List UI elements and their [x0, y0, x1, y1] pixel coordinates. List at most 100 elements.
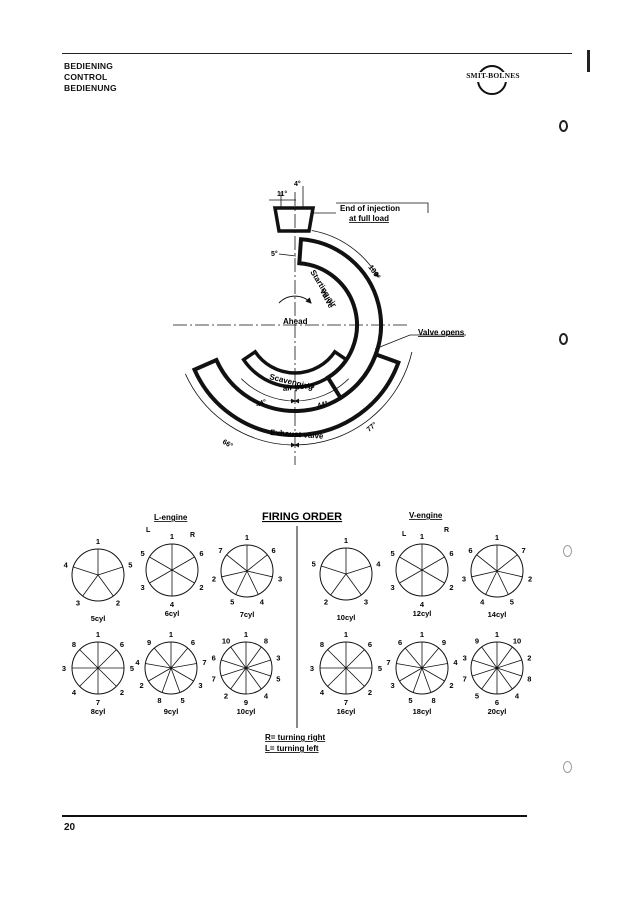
cylinder-number: 5: [181, 696, 185, 705]
cylinder-spoke: [246, 570, 273, 578]
cylinder-number: 3: [198, 681, 202, 690]
cylinder-spoke: [97, 649, 117, 669]
cylinder-number: 8: [320, 640, 324, 649]
cylinder-spoke: [496, 570, 523, 578]
cylinder-spoke: [170, 667, 194, 682]
cylinder-number: 7: [522, 546, 526, 555]
cylinder-spoke: [235, 570, 248, 595]
cylinder-spoke: [496, 554, 518, 572]
cylinder-count-label: 16cyl: [337, 707, 356, 716]
cylinder-spoke: [246, 554, 268, 572]
exhaust-valve-label: Exhaust valve: [270, 428, 324, 441]
cylinder-count-label: 12cyl: [413, 609, 432, 618]
ahead-rotation-arrow: [278, 295, 312, 304]
cylinder-number: 5: [276, 675, 280, 684]
cylinder-number: 2: [528, 575, 532, 584]
cylinder-spoke: [496, 646, 513, 669]
cylinder-number: 4: [72, 688, 77, 697]
cylinder-spoke: [399, 556, 423, 571]
cylinder-number: 7: [218, 546, 222, 555]
end-injection-label-2: at full load: [349, 214, 389, 223]
cylinder-number: 6: [199, 549, 203, 558]
cylinder-spoke: [148, 667, 172, 682]
binder-hole-4: [563, 761, 572, 773]
cylinder-number: 7: [463, 675, 467, 684]
binder-hole-1: [559, 120, 568, 132]
cylinder-count-label: 18cyl: [413, 707, 432, 716]
cylinder-number: 7: [344, 698, 348, 707]
cylinder-number: 4: [320, 688, 325, 697]
cylinder-spoke: [496, 570, 509, 595]
cylinder-number: 8: [72, 640, 76, 649]
cylinder-spoke: [496, 667, 522, 677]
cylinder-spoke: [321, 565, 347, 575]
cylinder-spoke: [170, 647, 189, 669]
angle-4-label: 4°: [294, 180, 301, 188]
cylinder-number: 8: [432, 696, 436, 705]
cylinder-spoke: [421, 556, 445, 571]
cylinder-spoke: [496, 667, 513, 690]
cylinder-number: 5: [510, 598, 514, 607]
cylinder-number: 4: [135, 658, 140, 667]
cylinder-spoke: [472, 667, 498, 677]
v-engine-label: V-engine: [409, 511, 443, 520]
cylinder-spoke: [149, 556, 173, 571]
l-engine-L-mark: L: [146, 527, 151, 534]
scavenging-arc-right: [294, 378, 349, 404]
header-rule: [62, 53, 572, 54]
cylinder-number: 4: [453, 658, 458, 667]
cylinder-spoke: [471, 570, 498, 578]
cylinder-count-label: 6cyl: [165, 609, 180, 618]
cylinder-spoke: [79, 649, 99, 669]
cylinder-spoke: [345, 565, 371, 575]
cylinder-number: 4: [515, 692, 520, 701]
cylinder-number: 1: [495, 630, 499, 639]
exhaust-arc-right: [294, 351, 413, 448]
cylinder-number: 5: [312, 560, 316, 569]
cylinder-spoke: [226, 554, 248, 572]
scavenging-label-2: air ports: [282, 381, 315, 393]
cylinder-count-label: 14cyl: [488, 610, 507, 619]
cylinder-spoke: [421, 667, 432, 693]
scavenging-sector: [241, 349, 349, 389]
cylinder-spoke: [245, 646, 262, 669]
cylinder-number: 2: [368, 688, 372, 697]
cylinder-spoke: [97, 667, 117, 687]
cylinder-number: 2: [224, 692, 228, 701]
logo-band: [463, 72, 523, 82]
cylinder-number: 10: [222, 637, 230, 646]
cylinder-spoke: [345, 573, 362, 596]
cylinder-number: 5: [230, 598, 234, 607]
cylinder-number: 3: [462, 575, 466, 584]
cylinder-number: 9: [442, 638, 446, 647]
cylinder-spoke: [496, 659, 522, 669]
cylinder-number: 3: [62, 664, 66, 673]
cylinder-number: 3: [364, 598, 368, 607]
cylinder-number: 5: [391, 549, 395, 558]
cylinder-number: 3: [463, 654, 467, 663]
cylinder-number: 3: [276, 654, 280, 663]
cylinder-number: 4: [264, 692, 269, 701]
cylinder-number: 10: [513, 637, 521, 646]
cylinder-number: 4: [376, 560, 381, 569]
cylinder-number: 3: [391, 583, 395, 592]
cylinder-number: 4: [480, 598, 485, 607]
cylinder-spoke: [82, 574, 99, 597]
cylinder-number: 6: [449, 549, 453, 558]
cylinder-spoke: [230, 646, 247, 669]
cylinder-spoke: [327, 649, 347, 669]
cylinder-number: 2: [120, 688, 124, 697]
cylinder-number: 6: [272, 546, 276, 555]
cylinder-number: 2: [449, 681, 453, 690]
cylinder-spoke: [221, 659, 247, 669]
angle-5-leader: [278, 253, 297, 257]
scavenging-arc-left: [241, 378, 296, 404]
binder-hole-2: [559, 333, 568, 345]
valve-opens-leader: [374, 334, 466, 350]
cylinder-spoke: [245, 667, 262, 690]
cylinder-spoke: [79, 667, 99, 687]
edge-mark: [587, 50, 590, 72]
